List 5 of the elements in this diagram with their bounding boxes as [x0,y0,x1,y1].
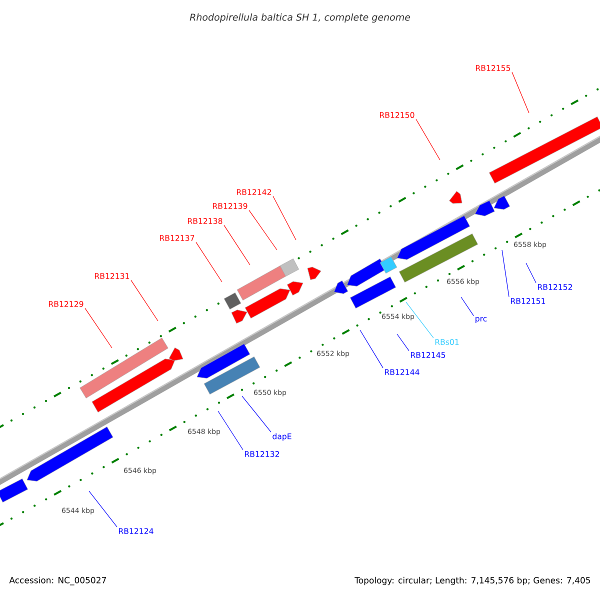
leader-line [88,490,118,528]
footer-text: Topology: circular; Length: 7,145,576 bp; Genes: 7,405 [354,576,590,586]
title: Rhodopirellula baltica SH 1, complete genome [190,13,410,23]
leader-line [512,72,530,114]
footer-text: Accession: NC_005027 [9,576,106,586]
